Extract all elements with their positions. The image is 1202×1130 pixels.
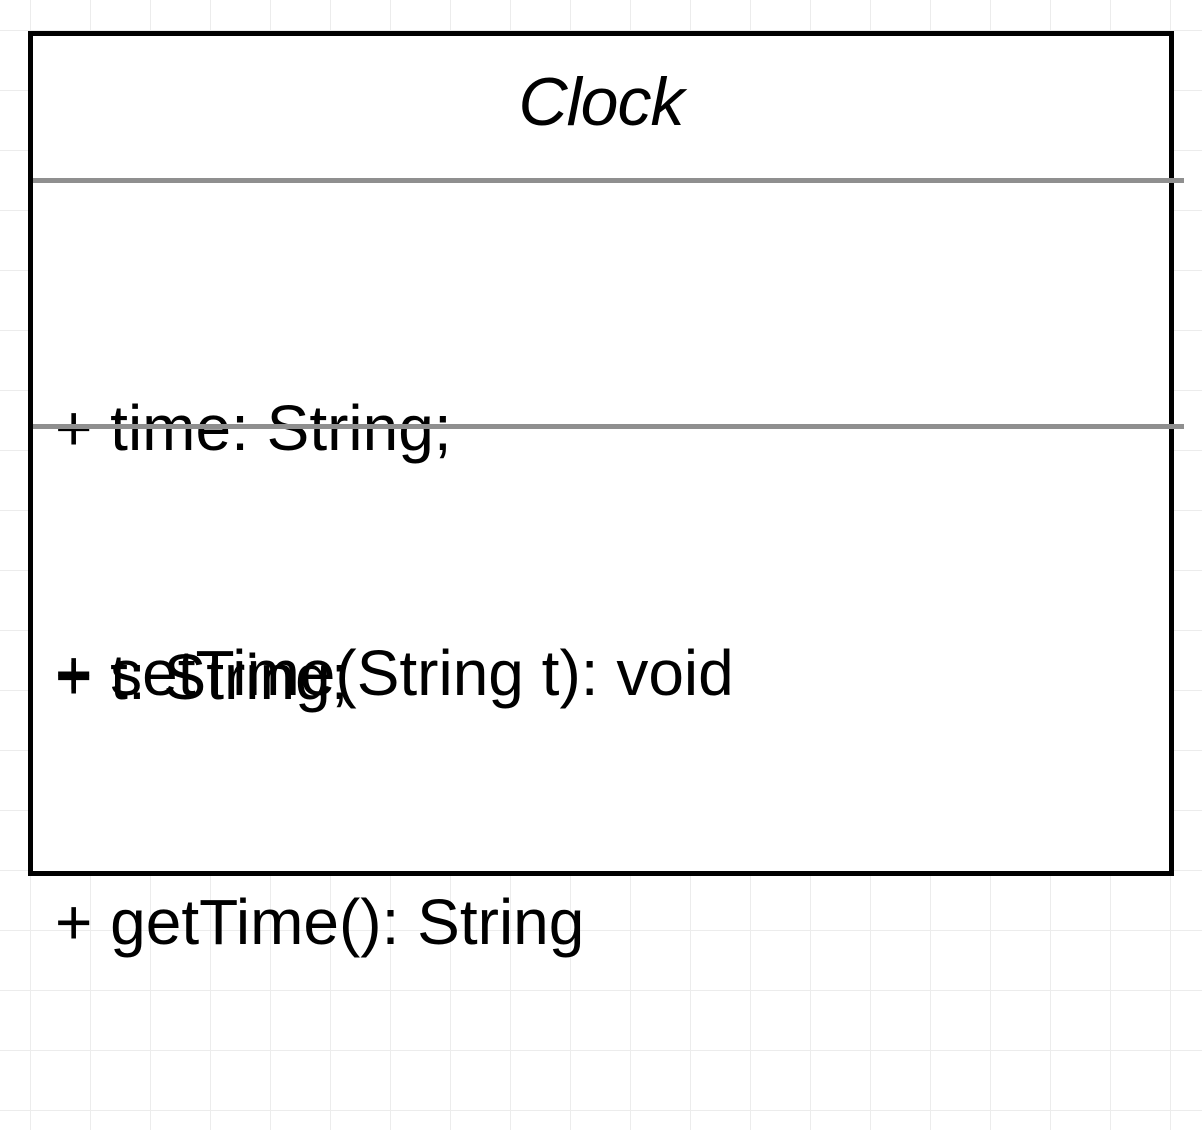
operations-section: + setTime(String t): void + getTime(): S…: [55, 466, 734, 1130]
attribute-t: + t: String;: [55, 641, 349, 713]
class-name: Clock: [518, 64, 684, 140]
attributes-operations-divider: [33, 424, 1184, 429]
operation-get-time: + getTime(): String: [55, 886, 585, 958]
name-attributes-divider: [33, 178, 1184, 183]
operation-set-time: + setTime(String t): void: [55, 637, 734, 709]
uml-class-box[interactable]: Clock + time: String; + t: String; + set…: [28, 31, 1184, 958]
